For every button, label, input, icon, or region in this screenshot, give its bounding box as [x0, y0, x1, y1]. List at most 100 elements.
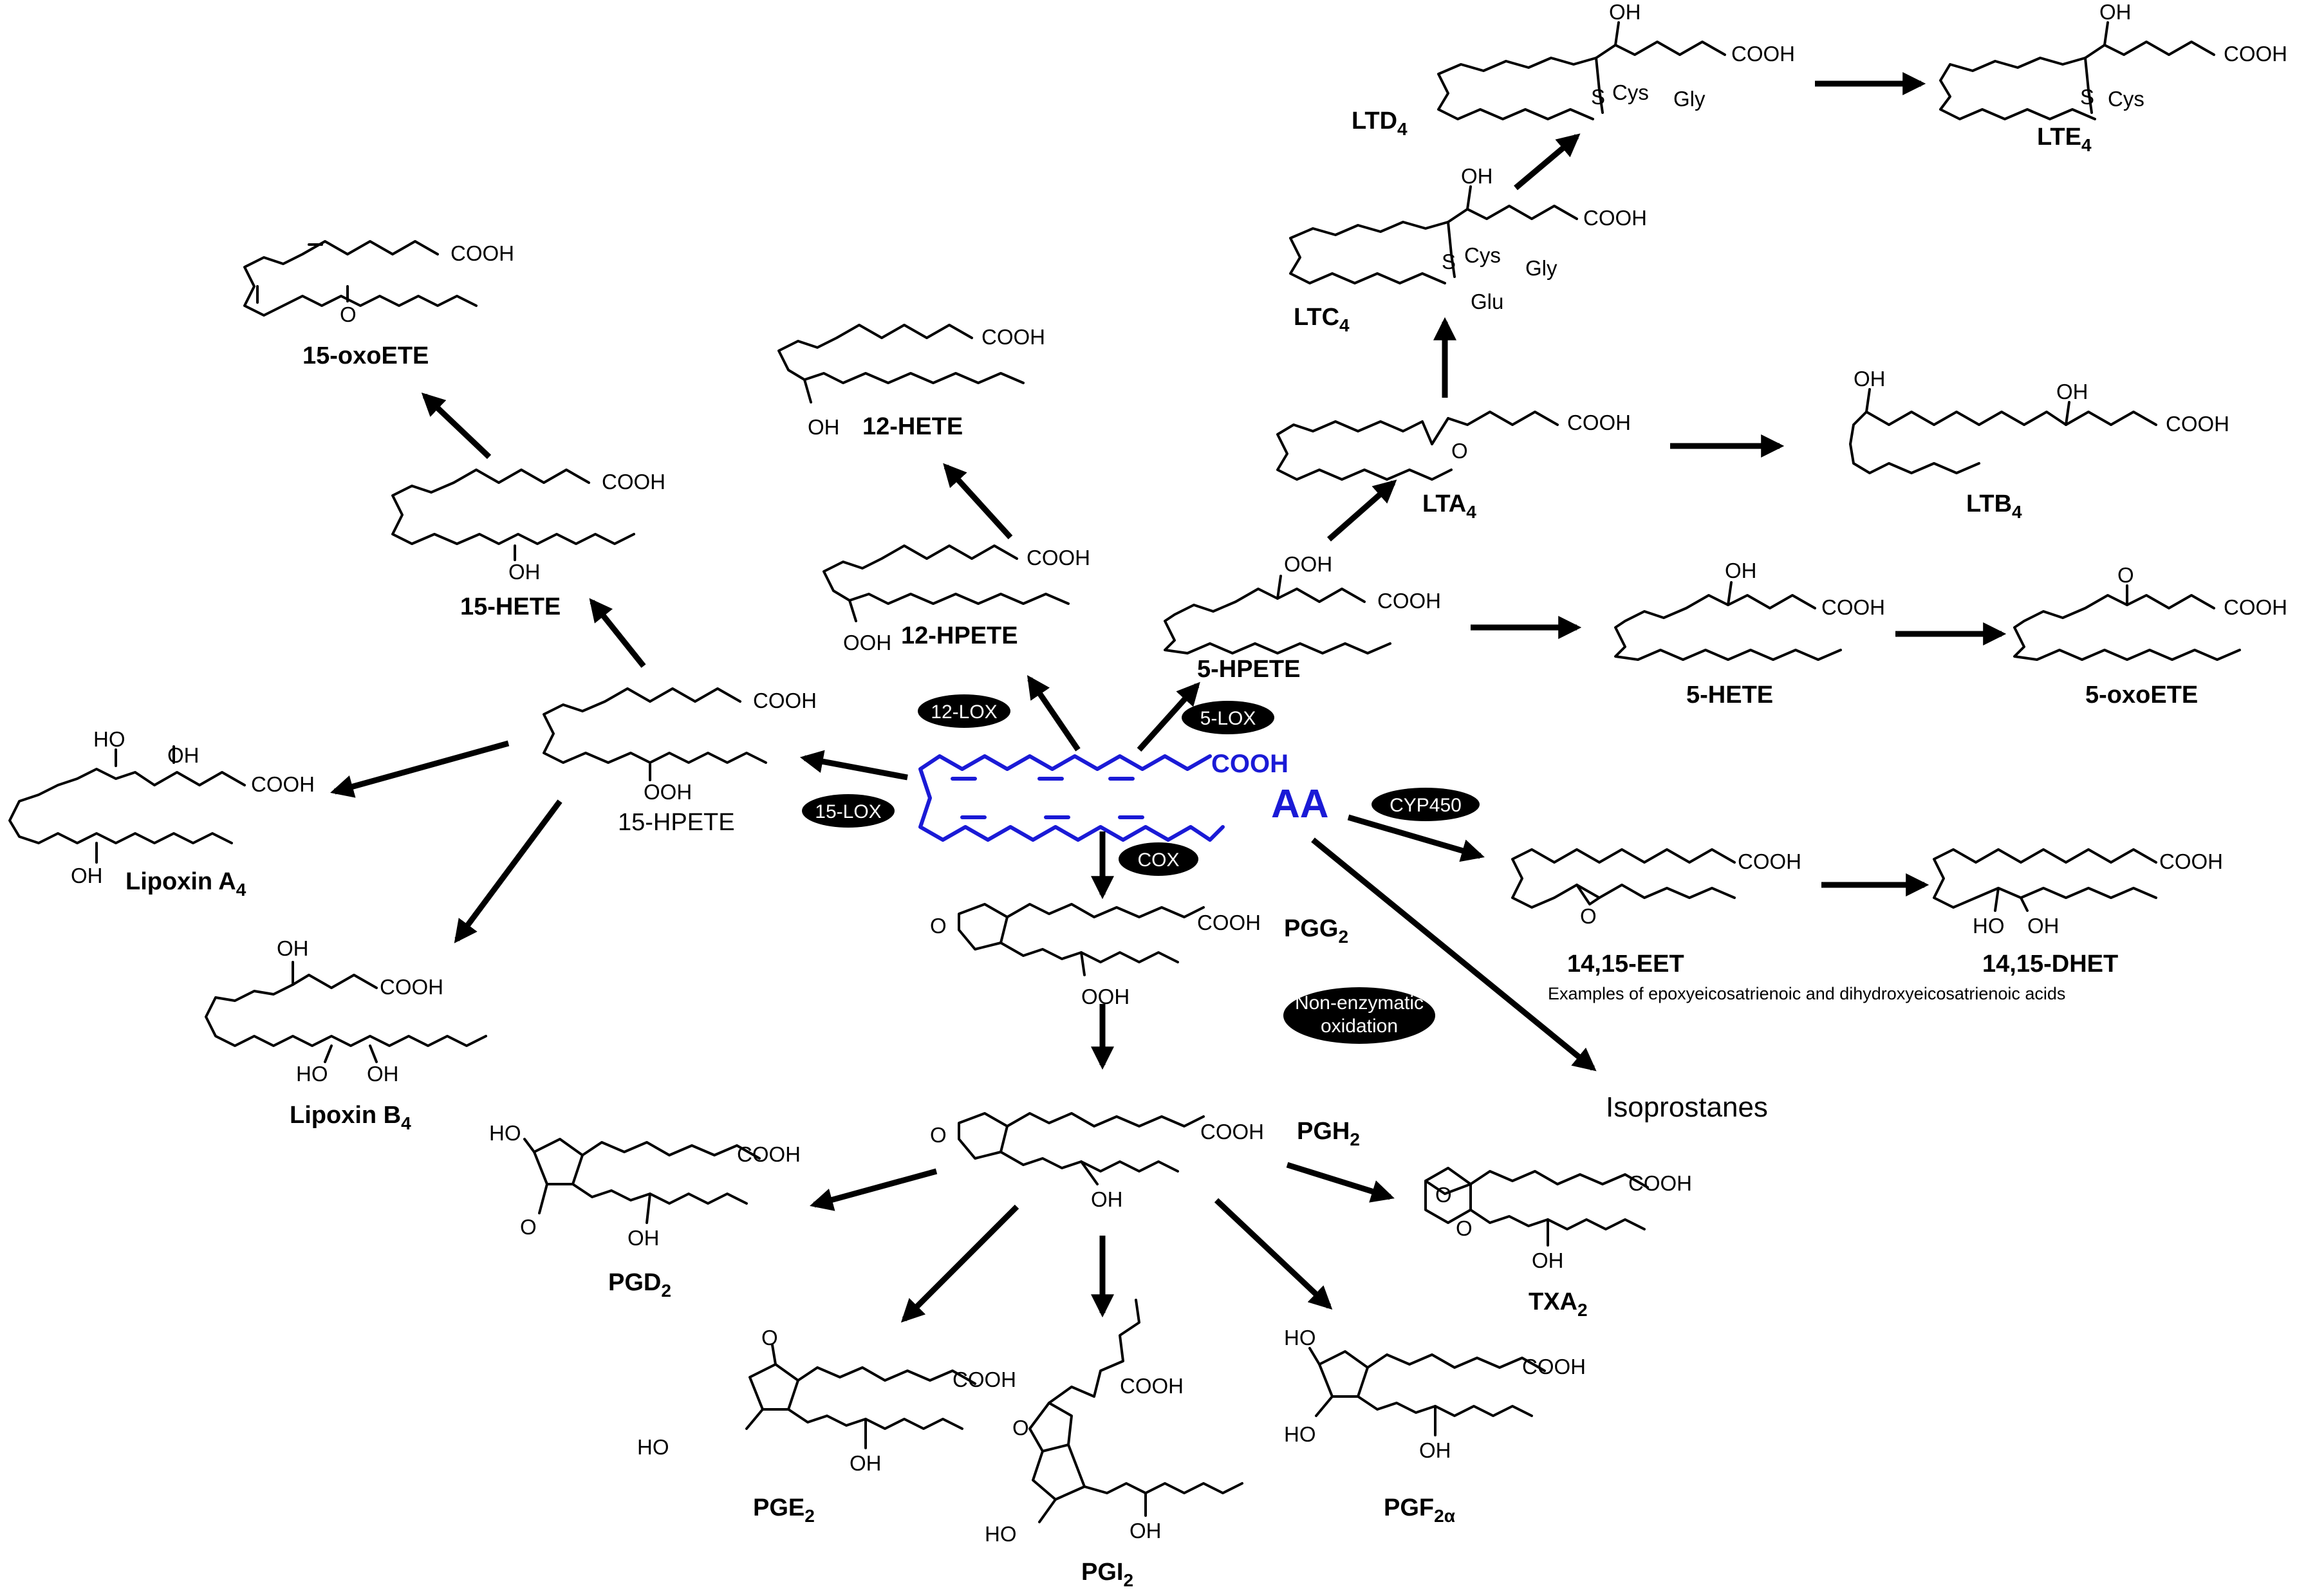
svg-text:O: O: [520, 1215, 537, 1239]
svg-text:OOH: OOH: [1081, 985, 1130, 1008]
label-ltb4: LTB4: [1966, 490, 2022, 522]
enzyme-badge-5-lox: 5-LOX: [1182, 701, 1274, 734]
structure-15-hete: COOH OH 15-HETE: [391, 469, 665, 620]
svg-text:COOH: COOH: [2159, 849, 2223, 873]
label-pgf2a: PGF2α: [1384, 1494, 1455, 1526]
svg-text:OH: OH: [367, 1062, 399, 1086]
svg-text:5-LOX: 5-LOX: [1200, 708, 1256, 729]
svg-text:15-LOX: 15-LOX: [815, 801, 881, 822]
svg-text:HO: HO: [296, 1062, 328, 1086]
arrow-15hpete-to-15hete: [589, 598, 646, 668]
svg-text:COOH: COOH: [602, 470, 665, 494]
label-pgh2: PGH2: [1297, 1118, 1360, 1149]
svg-text:O: O: [1451, 439, 1468, 463]
svg-text:COOH: COOH: [2224, 595, 2287, 619]
svg-text:OH: OH: [1091, 1187, 1123, 1211]
svg-text:OH: OH: [1419, 1438, 1451, 1462]
label-lta4: LTA4: [1422, 490, 1476, 522]
arrow-pgh2-to-pgf2a: [1214, 1198, 1333, 1310]
structure-14-15-eet: COOH O 14,15-EET Examples of epoxyeicosa…: [1511, 848, 2065, 1003]
svg-text:O: O: [2117, 563, 2134, 587]
svg-text:OH: OH: [2056, 380, 2088, 404]
structure-5-hpete: COOH OOH 5-HPETE: [1164, 552, 1441, 683]
structure-12-hpete: COOH OOH 12-HPETE: [823, 544, 1090, 654]
svg-text:OH: OH: [1532, 1248, 1564, 1272]
svg-text:Non-enzymatic: Non-enzymatic: [1295, 992, 1424, 1014]
svg-text:S: S: [2080, 85, 2094, 109]
svg-text:OH: OH: [628, 1226, 660, 1250]
svg-text:O: O: [930, 1123, 947, 1147]
svg-text:COOH: COOH: [1120, 1374, 1184, 1398]
arrow-15hpete-to-lipoxin-a4: [330, 740, 510, 798]
svg-text:Cys: Cys: [1464, 243, 1501, 267]
structure-15-oxoete: COOH O 15-oxoETE: [243, 240, 514, 369]
svg-text:OOH: OOH: [843, 631, 891, 654]
arrow-15hete-to-15oxoete: [421, 393, 492, 459]
svg-text:HO: HO: [985, 1522, 1017, 1546]
svg-text:OH: OH: [1725, 559, 1757, 582]
arrow-12hpete-to-12hete: [943, 463, 1013, 540]
label-14-15-dhet: 14,15-DHET: [1982, 951, 2118, 978]
enzyme-badge-cyp450: CYP450: [1372, 788, 1480, 821]
label-isoprostanes: Isoprostanes: [1606, 1091, 1768, 1123]
label-15-hete: 15-HETE: [460, 593, 561, 620]
label-5-hpete: 5-HPETE: [1197, 656, 1300, 683]
arrow-ltc4-to-ltd4: [1514, 133, 1581, 190]
structure-pge2: COOH O HO OH PGE2: [637, 1326, 1016, 1526]
svg-text:HO: HO: [93, 727, 126, 751]
svg-text:O: O: [930, 914, 947, 938]
label-15-hpete: 15-HPETE: [618, 809, 735, 836]
svg-text:COOH: COOH: [2224, 42, 2287, 66]
label-pgi2: PGI2: [1081, 1559, 1133, 1590]
svg-text:OH: OH: [2099, 0, 2132, 24]
svg-text:Gly: Gly: [1673, 87, 1706, 111]
reaction-arrows: [330, 72, 2007, 1323]
structure-txa2: COOH O O OH TXA2: [1424, 1167, 1692, 1320]
arrow-5hpete-to-lta4: [1327, 479, 1397, 542]
svg-text:O: O: [1580, 904, 1597, 928]
svg-text:COOH: COOH: [1522, 1355, 1586, 1378]
svg-text:OOH: OOH: [1284, 552, 1332, 576]
arachidonic-acid-structure: COOH AA: [918, 750, 1329, 842]
svg-text:OH: OH: [1854, 367, 1886, 391]
structure-pgf2a: COOH HO HO OH PGF2α: [1284, 1326, 1586, 1526]
label-pgd2: PGD2: [608, 1269, 671, 1301]
svg-text:O: O: [1435, 1183, 1452, 1207]
structure-lte4: COOH OH S Cys LTE4: [1939, 0, 2287, 155]
arrow-aa-to-eet: [1347, 814, 1485, 862]
label-lipoxin-a4: Lipoxin A4: [126, 868, 246, 900]
label-15-oxoete: 15-oxoETE: [302, 342, 429, 369]
svg-text:Cys: Cys: [2108, 87, 2144, 111]
arrow-pgh2-to-pge2: [900, 1204, 1019, 1323]
structure-5-hete: COOH OH 5-HETE: [1614, 559, 1885, 709]
svg-text:O: O: [1456, 1216, 1473, 1240]
svg-text:COOH: COOH: [981, 325, 1045, 349]
svg-text:OH: OH: [1461, 164, 1493, 188]
svg-text:O: O: [761, 1326, 778, 1350]
svg-text:OOH: OOH: [644, 780, 692, 804]
svg-text:COOH: COOH: [1027, 546, 1090, 570]
structure-15-hpete: COOH OOH 15-HPETE: [543, 687, 817, 836]
structure-ltd4: COOH OH S Cys Gly LTD4: [1352, 0, 1795, 139]
label-pgg2: PGG2: [1284, 915, 1348, 947]
svg-text:HO: HO: [1284, 1326, 1316, 1350]
svg-text:OH: OH: [808, 415, 840, 439]
structure-lipoxin-b4: COOH OH HO OH Lipoxin B4: [205, 936, 487, 1133]
svg-text:HO: HO: [1973, 914, 2005, 938]
svg-text:Cys: Cys: [1612, 80, 1649, 104]
label-5-oxoete: 5-oxoETE: [2085, 682, 2198, 709]
svg-text:COOH: COOH: [1197, 911, 1261, 934]
label-12-hpete: 12-HPETE: [901, 622, 1018, 649]
svg-text:COX: COX: [1137, 849, 1179, 871]
structure-ltb4: COOH OH OH LTB4: [1849, 367, 2229, 522]
svg-text:COOH: COOH: [1200, 1120, 1264, 1144]
structure-pgi2: COOH O HO OH PGI2: [985, 1299, 1243, 1590]
aa-label: AA: [1271, 782, 1329, 826]
structure-12-hete: COOH OH 12-HETE: [777, 324, 1045, 440]
label-ltd4: LTD4: [1352, 107, 1408, 139]
label-5-hete: 5-HETE: [1686, 682, 1773, 709]
arrow-pgh2-to-txa2: [1286, 1162, 1395, 1203]
svg-text:COOH: COOH: [1731, 42, 1795, 66]
enzyme-badge-12-lox: 12-LOX: [918, 694, 1010, 728]
svg-text:COOH: COOH: [1377, 589, 1441, 613]
